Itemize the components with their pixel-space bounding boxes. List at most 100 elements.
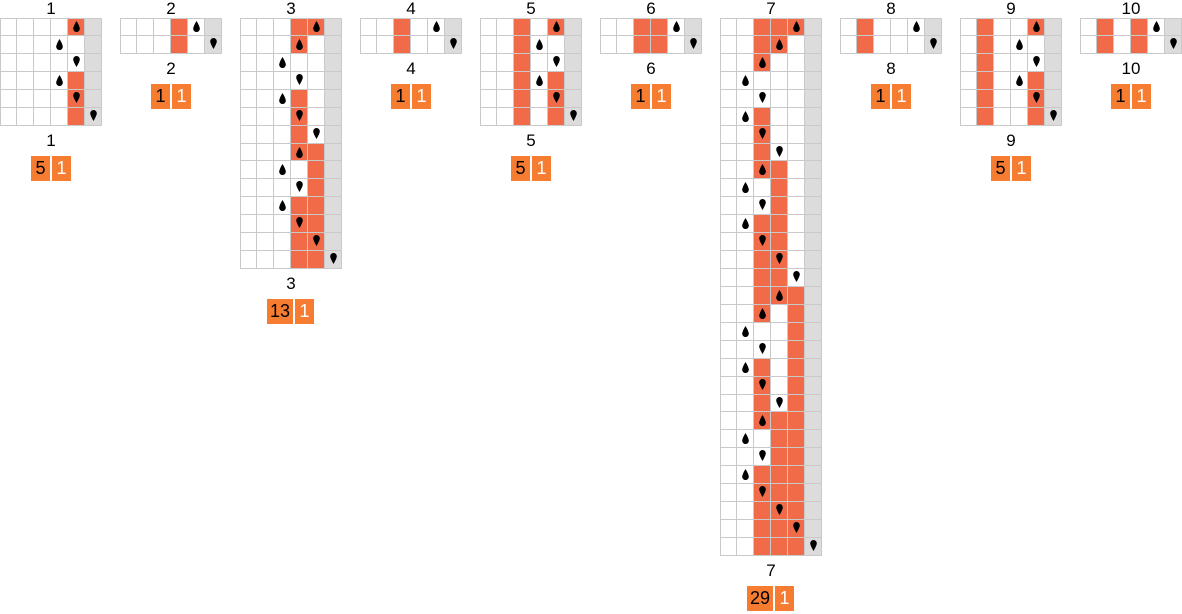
grid-cell-active <box>1097 18 1114 36</box>
evolution-grid <box>720 18 822 556</box>
grid-cell-active <box>1131 18 1148 36</box>
grid-cell-active <box>771 251 788 269</box>
grid-cell-active <box>548 108 565 126</box>
grid-cell <box>274 18 291 36</box>
grid-cell <box>737 108 754 126</box>
grid-cell <box>737 412 754 430</box>
evolution-grid <box>240 18 342 269</box>
grid-cell-boundary <box>325 197 342 215</box>
grid-cell-active <box>308 197 325 215</box>
grid-cell <box>720 448 737 466</box>
grid-cell-boundary <box>325 36 342 54</box>
grid-cell <box>240 54 257 72</box>
grid-cell <box>720 269 737 287</box>
grid-cell <box>737 430 754 448</box>
grid-cell <box>788 126 805 144</box>
grid-cell <box>240 179 257 197</box>
grid-cell-active <box>754 161 771 179</box>
grid-cell-active <box>788 502 805 520</box>
grid-cell-active <box>754 502 771 520</box>
panel-label: 4 <box>406 58 416 78</box>
grid-cell-active <box>651 36 668 54</box>
grid-cell <box>908 36 925 54</box>
grid-cell-boundary <box>805 448 822 466</box>
grid-cell-active <box>788 323 805 341</box>
grid-cell-active <box>291 215 308 233</box>
panel-label: 10 <box>1121 58 1141 78</box>
evolution-grid <box>120 18 222 54</box>
grid-cell-active <box>788 395 805 412</box>
grid-cell <box>240 36 257 54</box>
grid-cell <box>840 18 857 36</box>
grid-cell <box>720 18 737 36</box>
grid-cell <box>308 108 325 126</box>
grid-cell <box>788 215 805 233</box>
grid-cell <box>737 341 754 359</box>
grid-cell-active <box>977 108 994 126</box>
grid-cell-active <box>771 484 788 502</box>
grid-cell-active <box>1028 90 1045 108</box>
grid-cell-active <box>548 18 565 36</box>
grid-cell-boundary <box>565 18 582 36</box>
badge-count: 13 <box>267 299 294 325</box>
grid-cell-active <box>394 18 411 36</box>
grid-cell-active <box>754 251 771 269</box>
grid-cell-boundary <box>325 126 342 144</box>
grid-cell <box>617 36 634 54</box>
badge-unit: 1 <box>295 299 315 325</box>
grid-cell <box>1028 36 1045 54</box>
grid-cell <box>720 287 737 305</box>
grid-cell-boundary <box>925 18 942 36</box>
grid-cell <box>257 179 274 197</box>
grid-cell <box>531 108 548 126</box>
grid-cell <box>154 18 171 36</box>
grid-cell <box>548 54 565 72</box>
grid-cell <box>788 197 805 215</box>
badge-unit: 1 <box>892 83 911 109</box>
grid-cell <box>788 233 805 251</box>
grid-cell <box>497 108 514 126</box>
grid-cell <box>1011 90 1028 108</box>
grid-cell <box>497 54 514 72</box>
grid-cell <box>274 126 291 144</box>
badge-unit: 1 <box>775 585 795 611</box>
grid-cell-active <box>788 359 805 377</box>
grid-cell <box>1028 54 1045 72</box>
grid-cell <box>34 108 51 126</box>
grid-cell <box>720 502 737 520</box>
grid-cell-active <box>68 18 85 36</box>
panel-title: 1 <box>46 0 56 18</box>
grid-cell <box>874 36 891 54</box>
grid-cell <box>771 341 788 359</box>
evolution-grid <box>840 18 942 54</box>
panel-title: 2 <box>166 0 176 18</box>
grid-cell <box>411 18 428 36</box>
grid-cell-boundary <box>1045 18 1062 36</box>
grid-cell-active <box>514 18 531 36</box>
grid-cell-active <box>754 126 771 144</box>
grid-cell <box>240 90 257 108</box>
grid-cell <box>668 18 685 36</box>
grid-cell-active <box>788 287 805 305</box>
grid-cell <box>771 305 788 323</box>
grid-cell <box>17 36 34 54</box>
grid-cell <box>960 108 977 126</box>
grid-cell-boundary <box>445 36 462 54</box>
grid-cell-active <box>754 269 771 287</box>
grid-cell-boundary <box>805 323 822 341</box>
grid-cell <box>720 395 737 412</box>
grid-cell <box>737 448 754 466</box>
grid-cell <box>240 197 257 215</box>
grid-cell-boundary <box>565 108 582 126</box>
grid-cell-active <box>771 538 788 556</box>
grid-cell <box>720 538 737 556</box>
grid-cell <box>240 251 257 269</box>
grid-cell-active <box>771 448 788 466</box>
grid-cell <box>788 36 805 54</box>
grid-cell <box>720 90 737 108</box>
grid-cell <box>720 233 737 251</box>
grid-cell-active <box>291 126 308 144</box>
grid-cell <box>51 108 68 126</box>
grid-cell <box>188 36 205 54</box>
